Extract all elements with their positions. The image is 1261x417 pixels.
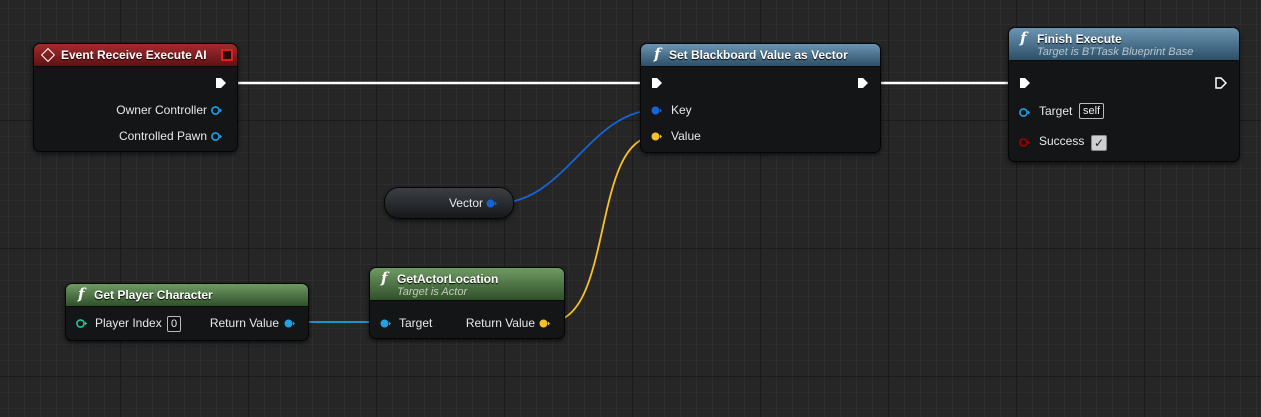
value-pin[interactable]	[651, 131, 662, 142]
return-value-pin[interactable]	[284, 318, 295, 329]
target-label: Target	[1039, 104, 1073, 118]
target-self-field[interactable]: self	[1079, 103, 1105, 119]
get-actor-location-node[interactable]: f GetActorLocation Target is Actor Targe…	[369, 267, 565, 339]
vector-variable-pin[interactable]	[486, 198, 497, 209]
node-header: f Set Blackboard Value as Vector	[641, 44, 880, 67]
target-pin[interactable]	[1019, 107, 1030, 118]
player-index-label: Player Index	[95, 316, 162, 330]
event-receive-execute-ai-node[interactable]: Event Receive Execute AI Owner Controlle…	[33, 43, 238, 152]
node-header: f GetActorLocation Target is Actor	[370, 268, 564, 301]
target-pin[interactable]	[380, 318, 391, 329]
player-index-field[interactable]: 0	[167, 316, 182, 332]
exec-out-pin[interactable]	[215, 77, 227, 89]
stop-icon	[221, 49, 233, 61]
success-label: Success	[1039, 134, 1085, 148]
controlled-pawn-pin[interactable]	[211, 131, 222, 142]
vector-variable-node[interactable]: Vector	[384, 187, 514, 219]
exec-out-pin[interactable]	[1215, 77, 1227, 89]
finish-execute-node[interactable]: f Finish Execute Target is BTTask Bluepr…	[1008, 27, 1240, 162]
target-label: Target	[399, 316, 433, 330]
exec-in-pin[interactable]	[1019, 77, 1031, 89]
return-value-pin[interactable]	[539, 318, 550, 329]
value-label: Value	[671, 129, 701, 143]
set-blackboard-value-node[interactable]: f Set Blackboard Value as Vector Key Val…	[640, 43, 881, 153]
controlled-pawn-label: Controlled Pawn	[118, 129, 207, 143]
function-f-icon: f	[654, 45, 661, 63]
return-value-label: Return Value	[209, 316, 279, 330]
node-title: Finish Execute	[1037, 32, 1122, 46]
node-header: f Finish Execute Target is BTTask Bluepr…	[1009, 28, 1239, 61]
owner-controller-label: Owner Controller	[116, 103, 207, 117]
vector-variable-label: Vector	[448, 196, 483, 210]
player-index-pin[interactable]	[76, 318, 87, 329]
node-header: f Get Player Character	[66, 284, 308, 307]
node-subtitle: Target is BTTask Blueprint Base	[1037, 46, 1194, 58]
node-title: Set Blackboard Value as Vector	[669, 48, 848, 62]
event-diamond-icon	[40, 47, 56, 63]
key-label: Key	[671, 103, 692, 117]
node-title: Get Player Character	[94, 288, 213, 302]
exec-out-pin[interactable]	[857, 77, 869, 89]
node-subtitle: Target is Actor	[397, 286, 468, 298]
function-f-icon: f	[1020, 29, 1027, 47]
struct-wire-vector-to-key	[497, 109, 657, 204]
success-checkbox[interactable]: ✓	[1091, 135, 1107, 151]
node-header: Event Receive Execute AI	[34, 44, 237, 67]
function-f-icon: f	[381, 269, 388, 287]
exec-in-pin[interactable]	[651, 77, 663, 89]
vector-wire-location-to-value	[548, 135, 657, 323]
success-pin[interactable]	[1019, 137, 1030, 148]
owner-controller-pin[interactable]	[211, 105, 222, 116]
function-f-icon: f	[78, 285, 85, 303]
key-pin[interactable]	[651, 105, 662, 116]
return-value-label: Return Value	[465, 316, 535, 330]
node-title: GetActorLocation	[397, 272, 499, 286]
node-title: Event Receive Execute AI	[61, 48, 207, 62]
get-player-character-node[interactable]: f Get Player Character Player Index 0 Re…	[65, 283, 309, 341]
